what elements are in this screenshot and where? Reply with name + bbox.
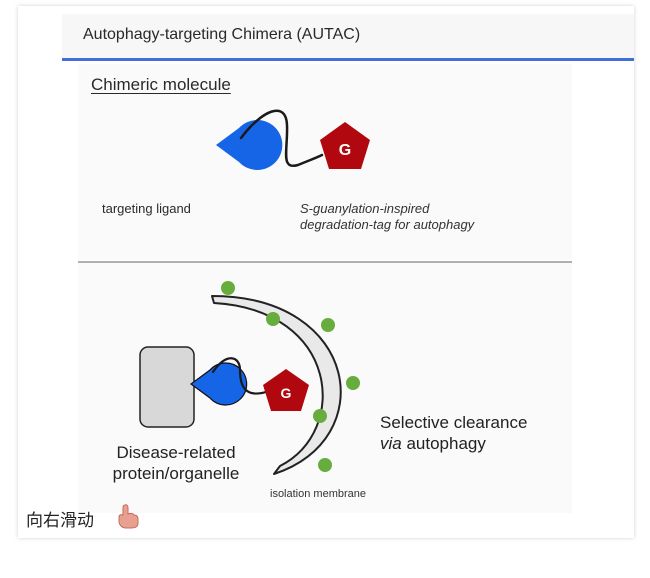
disease-protein-label-line1: Disease-related [116, 443, 236, 462]
membrane-dot [346, 376, 360, 390]
degradation-tag-shape-bottom [263, 369, 309, 411]
section-title: Chimeric molecule [91, 75, 231, 94]
degradation-tag-shape [320, 122, 370, 169]
disease-protein-label: Disease-related protein/organelle [96, 442, 256, 484]
membrane-dot [221, 281, 235, 295]
selective-clearance-line2: via autophagy [380, 433, 527, 454]
header-title: Autophagy-targeting Chimera (AUTAC) [83, 26, 361, 43]
membrane-dots [221, 281, 360, 472]
chimeric-molecule-panel [78, 64, 572, 260]
panel-divider [78, 261, 572, 263]
degradation-tag-label-line1: S-guanylation-inspired [300, 201, 430, 216]
membrane-dot [321, 318, 335, 332]
isolation-membrane [211, 295, 342, 475]
disease-protein-shape [139, 346, 195, 428]
header-bar: Autophagy-targeting Chimera (AUTAC) [62, 14, 634, 61]
tag-letter-top: G [339, 142, 351, 159]
linker-line [239, 109, 324, 168]
bound-ligand-shape [189, 362, 248, 406]
membrane-dot [313, 409, 327, 423]
degradation-tag-label: S-guanylation-inspired degradation-tag f… [300, 201, 474, 233]
linker-line-bottom [211, 357, 268, 395]
membrane-dot [266, 312, 280, 326]
autophagy-word: autophagy [401, 434, 486, 453]
targeting-ligand-label: targeting ligand [102, 201, 191, 216]
degradation-tag-label-line2: degradation-tag for autophagy [300, 217, 475, 232]
membrane-dot [318, 458, 332, 472]
selective-clearance-line1: Selective clearance [380, 413, 528, 432]
selective-clearance-label: Selective clearance via autophagy [380, 412, 527, 454]
isolation-membrane-label: isolation membrane [270, 488, 366, 500]
via-italic: via [380, 434, 402, 453]
pointing-hand-icon[interactable] [116, 503, 140, 529]
swipe-right-text[interactable]: 向右滑动 [26, 511, 94, 531]
disease-protein-label-line2: protein/organelle [112, 464, 240, 483]
targeting-ligand-shape [216, 120, 283, 171]
tag-letter-bottom: G [281, 385, 292, 401]
